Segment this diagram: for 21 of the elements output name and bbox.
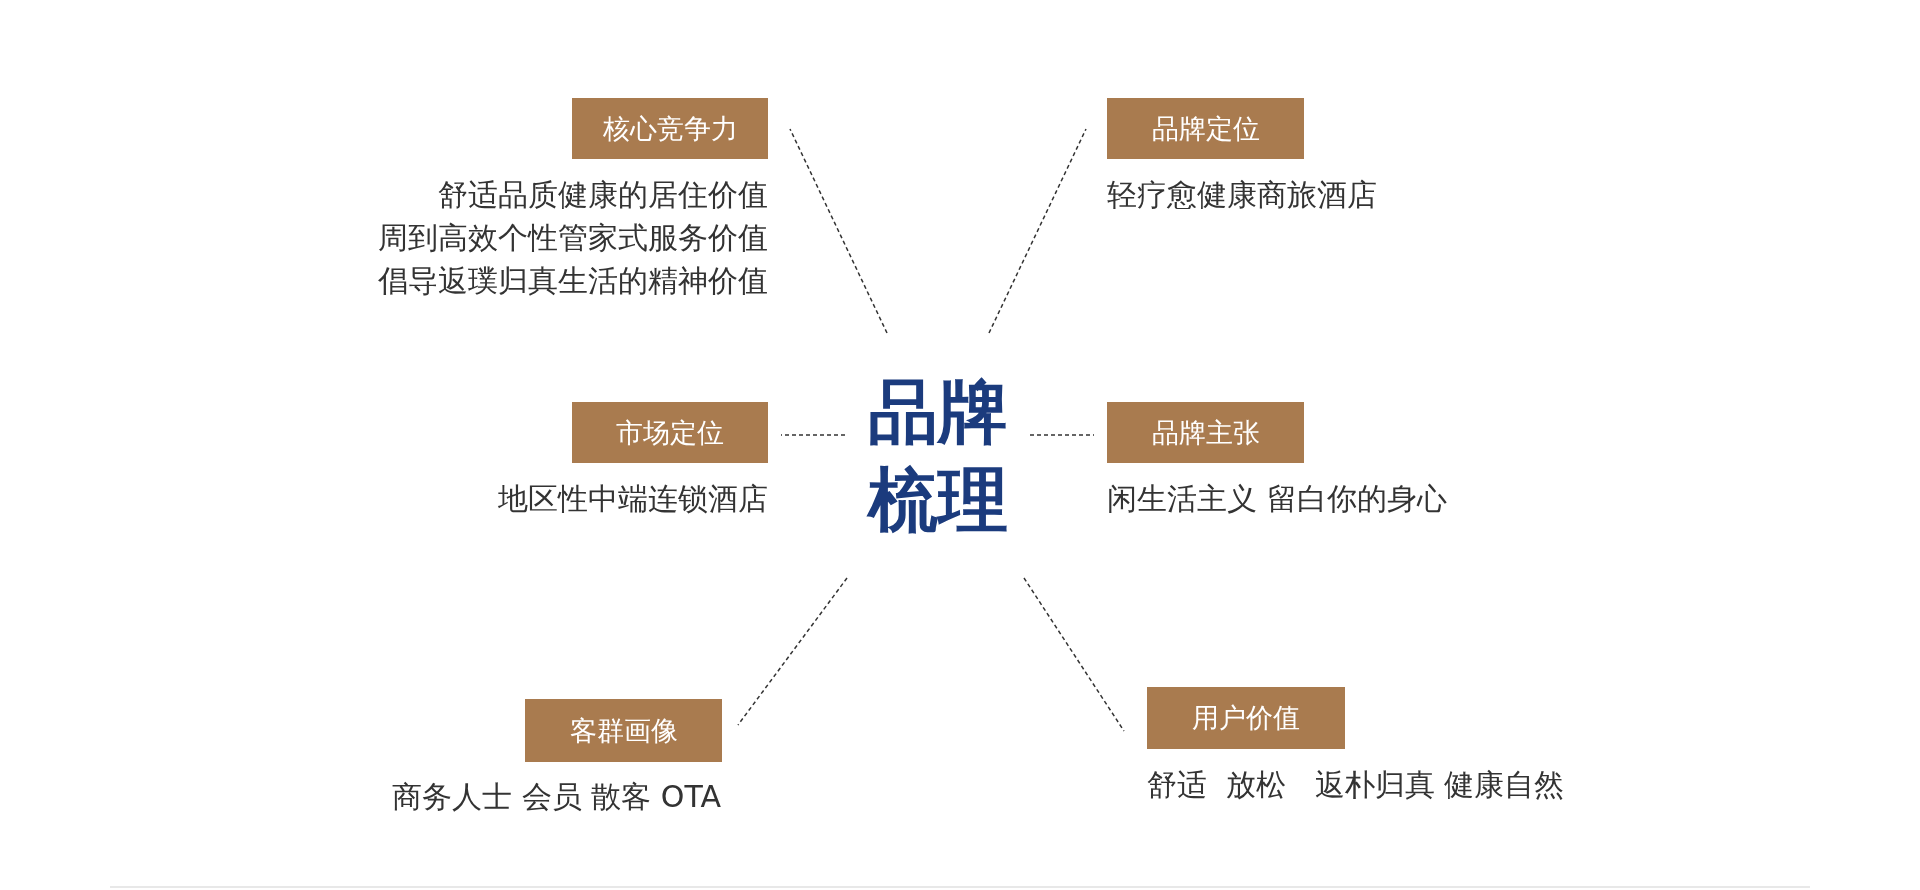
dashed-connector (789, 128, 888, 334)
dashed-connector (988, 128, 1087, 334)
category-label: 用户价值 (1147, 687, 1345, 749)
description-text: 倡导返璞归真生活的精神价值 (377, 262, 768, 300)
category-label: 品牌主张 (1107, 402, 1304, 463)
description-text: 舒适品质健康的居住价值 (437, 176, 768, 214)
category-label: 品牌定位 (1107, 98, 1304, 159)
description-text: 商务人士 会员 散客 OTA (391, 778, 721, 816)
dashed-connector (1023, 577, 1125, 732)
description-text: 周到高效个性管家式服务价值 (377, 219, 768, 257)
description-text: 闲生活主义 留白你的身心 (1107, 480, 1448, 518)
category-label: 客群画像 (525, 699, 722, 762)
dashed-connector (1029, 434, 1095, 436)
dashed-connector (737, 577, 848, 726)
category-label: 核心竞争力 (572, 98, 768, 159)
dashed-connector (780, 434, 846, 436)
category-label: 市场定位 (572, 402, 768, 463)
description-text: 地区性中端连锁酒店 (497, 480, 768, 518)
center-title: 品牌梳理 (865, 369, 1009, 543)
description-text: 轻疗愈健康商旅酒店 (1107, 176, 1378, 214)
description-text: 舒适 放松 返朴归真 健康自然 (1147, 766, 1566, 804)
